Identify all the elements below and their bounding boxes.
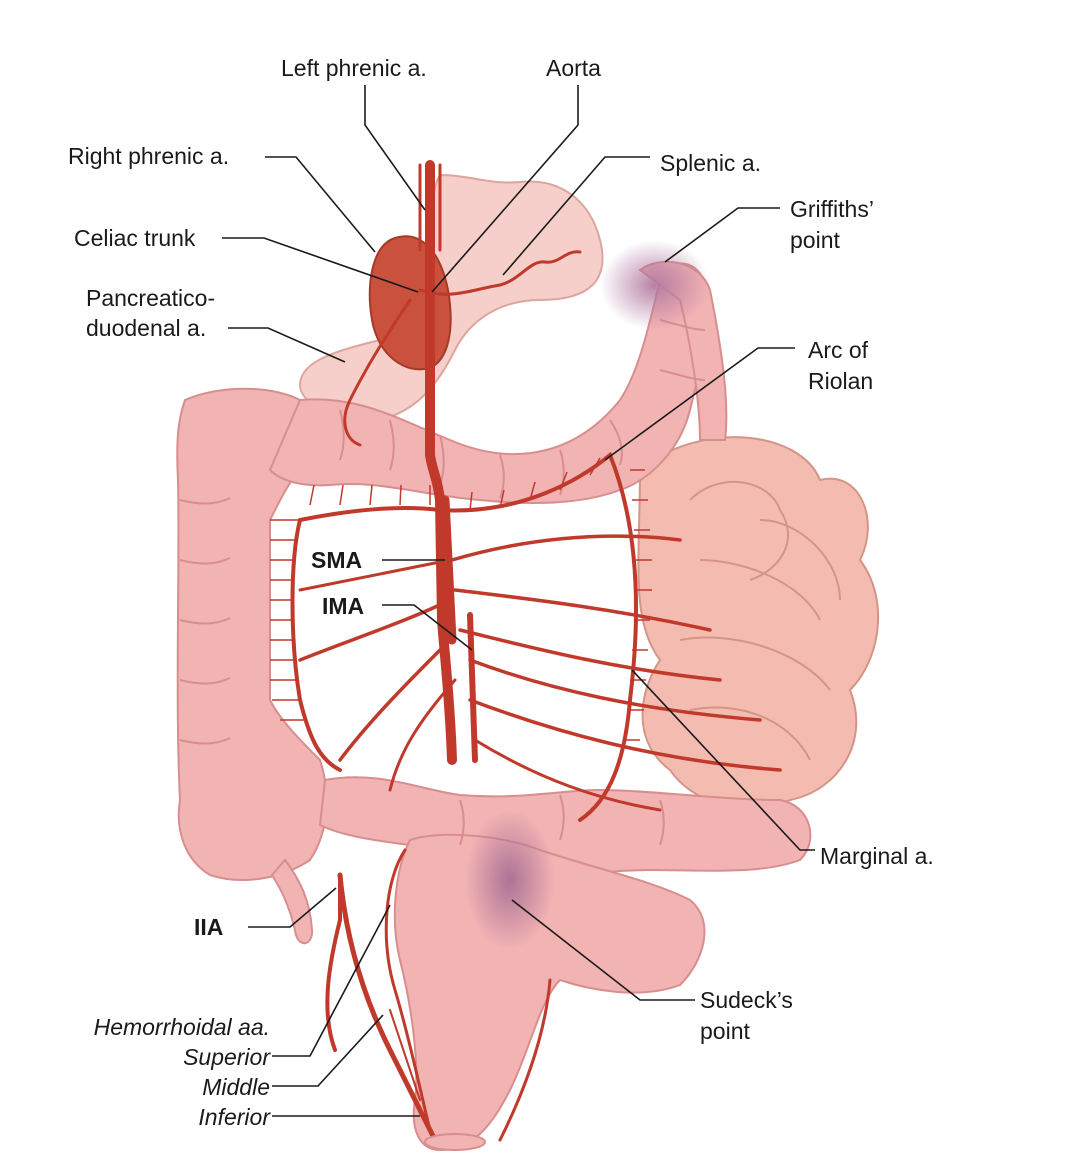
leader-aorta (431, 85, 579, 293)
label-riolan-line1: Arc of (808, 337, 869, 363)
leader-splenic (502, 156, 650, 276)
label-pancreatico-line2: duodenal a. (86, 315, 207, 341)
griffiths-point-region (600, 240, 710, 330)
leader-celiac (222, 237, 419, 293)
sudecks-point-region (465, 810, 555, 950)
leader-left-phrenic (364, 85, 426, 211)
leader-iia (248, 887, 337, 928)
arteries (290, 160, 782, 1143)
label-griffiths-line1: Griffiths’ (790, 196, 874, 222)
leader-marginal (631, 669, 815, 851)
label-splenic: Splenic a. (660, 150, 762, 176)
anal-canal (424, 1133, 486, 1151)
label-griffiths-line2: point (790, 227, 840, 253)
leader-middle (272, 1014, 384, 1087)
leader-ima (382, 604, 473, 651)
label-sma: SMA (311, 547, 363, 573)
label-middle: Middle (202, 1074, 270, 1100)
label-iia: IIA (194, 914, 224, 940)
label-hemorrhoidal: Hemorrhoidal aa. (93, 1014, 270, 1040)
colon-haustra (179, 319, 706, 846)
label-aorta: Aorta (546, 55, 601, 81)
label-marginal: Marginal a. (820, 843, 934, 869)
label-sudeck-line2: point (700, 1018, 750, 1044)
label-ima: IMA (322, 593, 365, 619)
label-right-phrenic: Right phrenic a. (68, 143, 230, 169)
label-superior: Superior (183, 1044, 270, 1070)
label-riolan-line2: Riolan (808, 368, 874, 394)
leader-griffiths (664, 207, 780, 263)
leader-riolan (604, 347, 795, 461)
label-pancreatico-line1: Pancreatico- (86, 285, 216, 311)
label-left-phrenic: Left phrenic a. (281, 55, 427, 81)
leader-pancreatico (228, 327, 346, 363)
label-inferior: Inferior (198, 1104, 270, 1130)
leader-right-phrenic (265, 156, 376, 253)
label-sudeck-line1: Sudeck’s (700, 987, 793, 1013)
label-celiac-trunk: Celiac trunk (74, 225, 196, 251)
leader-superior (272, 904, 391, 1057)
leader-sudeck (511, 899, 695, 1001)
vasa-recta (270, 457, 652, 741)
